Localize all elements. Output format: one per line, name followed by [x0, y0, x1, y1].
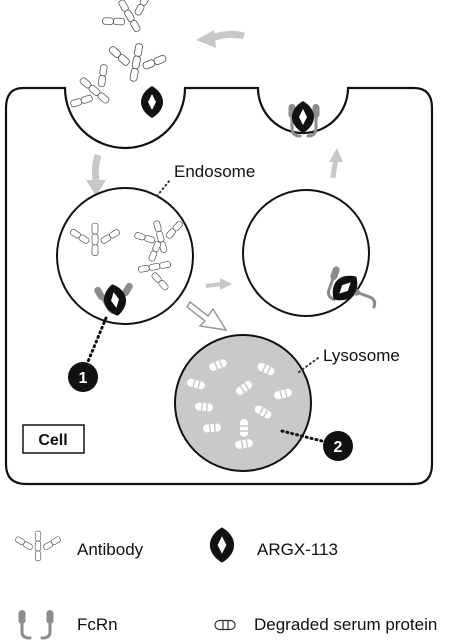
cell-label: Cell: [38, 432, 67, 449]
legend-degraded-label: Degraded serum protein: [254, 615, 437, 634]
lysosome: [174, 334, 312, 472]
exocytosis-arrowhead: [329, 148, 343, 162]
lysosome-leader: [298, 357, 319, 373]
recycle-arrow-top: [210, 30, 245, 42]
argx-pit: [141, 86, 163, 118]
lysosome-label: Lysosome: [323, 346, 400, 365]
transfer-arrow: [205, 282, 223, 288]
legend-antibody-label: Antibody: [77, 540, 144, 559]
lysosome-pathway-arrow: [186, 300, 228, 331]
step-badge-1: [68, 362, 98, 392]
step-badge-2: [323, 431, 353, 461]
badge-1-leader: [85, 316, 108, 366]
endocytosis-arrowhead: [86, 180, 106, 196]
antibody-top-2: [103, 38, 170, 87]
antibody-top-1: [96, 0, 163, 46]
endosome-leader: [156, 179, 171, 197]
badge-2-leader: [280, 429, 324, 443]
legend: Antibody ARGX-113 FcRn Degraded serum pr…: [14, 527, 437, 640]
recycle-arrowhead-top: [196, 30, 216, 48]
legend-argx-label: ARGX-113: [257, 540, 338, 559]
step-badge-2-number: 2: [334, 439, 343, 456]
legend-antibody-icon: [14, 530, 62, 562]
legend-fcrn-icon: [18, 610, 54, 640]
endocytosis-arrow: [91, 153, 102, 181]
transfer-arrowhead: [220, 278, 232, 290]
cell-label-box: [22, 424, 85, 454]
exocytosis-arrow: [330, 159, 339, 179]
antibody-pit: [62, 57, 127, 124]
endosome-label: Endosome: [174, 162, 255, 181]
legend-degraded-icon: [214, 619, 236, 631]
step-badge-1-number: 1: [79, 370, 88, 387]
fcrn-complex-top: [287, 101, 321, 138]
legend-argx-icon: [209, 527, 235, 563]
legend-fcrn-label: FcRn: [77, 615, 118, 634]
